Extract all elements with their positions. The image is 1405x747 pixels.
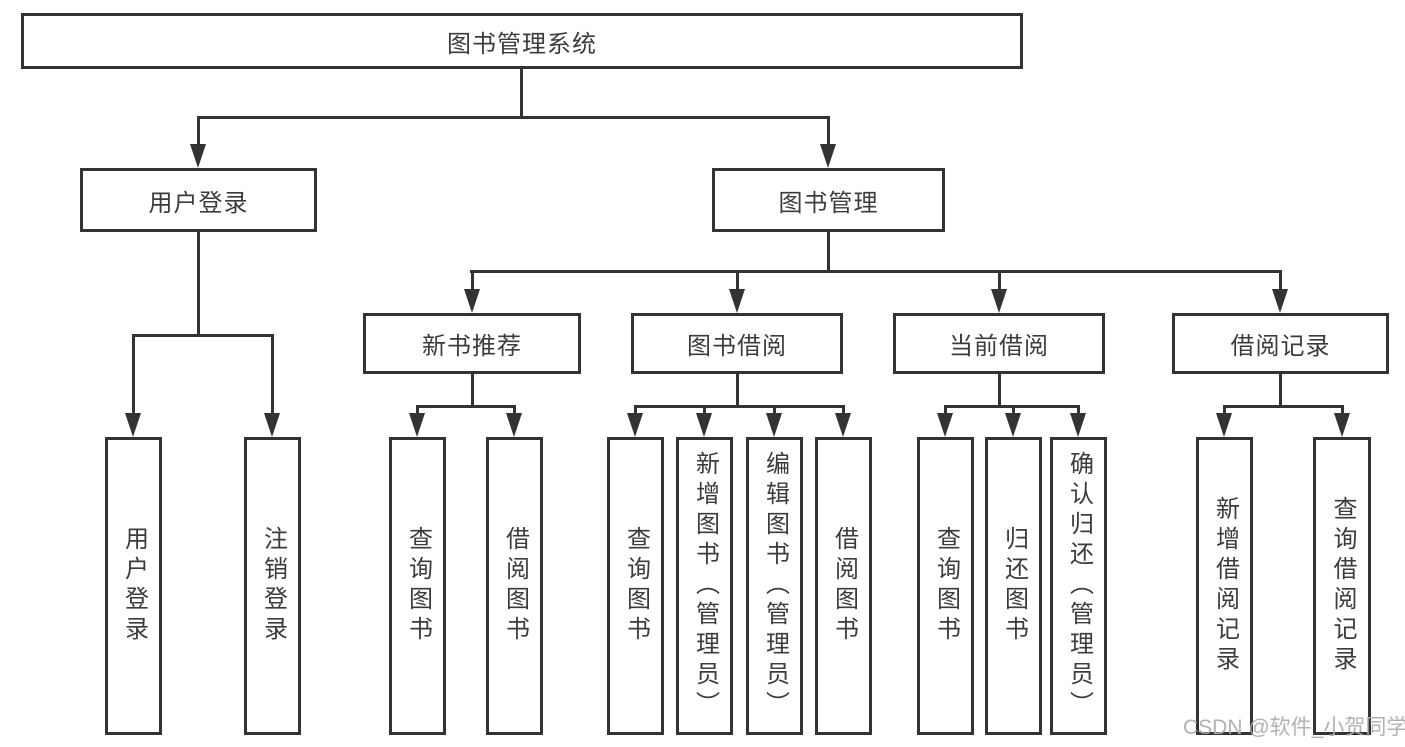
arrow-down-icon: [125, 413, 141, 437]
connector-line: [703, 405, 706, 417]
node-borrow-records: 借阅记录: [1172, 313, 1389, 374]
connector-line: [470, 270, 1282, 273]
connector-line: [998, 374, 1001, 407]
connector-line: [513, 405, 516, 417]
connector-line: [416, 405, 516, 408]
leaf-borrow-query-books: 查询图书: [607, 437, 664, 735]
connector-line: [736, 270, 739, 292]
connector-line: [520, 69, 523, 118]
arrow-down-icon: [696, 413, 712, 437]
connector-line: [634, 405, 637, 417]
leaf-user-login: 用户登录: [105, 437, 162, 735]
node-current-borrow: 当前借阅: [893, 313, 1105, 374]
connector-line: [197, 116, 830, 119]
connector-line: [132, 334, 274, 337]
leaf-records-query-record: 查询借阅记录: [1313, 437, 1371, 735]
arrow-down-icon: [1272, 289, 1288, 313]
connector-line: [132, 334, 135, 415]
arrow-down-icon: [464, 289, 480, 313]
node-book-management: 图书管理: [712, 168, 945, 232]
leaf-recommend-borrow-books: 借阅图书: [486, 437, 543, 735]
connector-line: [944, 405, 947, 417]
leaf-borrow-borrow-books: 借阅图书: [815, 437, 872, 735]
connector-line: [271, 334, 274, 415]
arrow-down-icon: [1070, 413, 1086, 437]
arrow-down-icon: [264, 413, 280, 437]
arrow-down-icon: [991, 289, 1007, 313]
arrow-down-icon: [766, 413, 782, 437]
connector-line: [197, 116, 200, 146]
leaf-logout: 注销登录: [244, 437, 301, 735]
connector-line: [1223, 405, 1226, 417]
node-root: 图书管理系统: [21, 13, 1023, 69]
connector-line: [471, 374, 474, 407]
arrow-down-icon: [1005, 413, 1021, 437]
leaf-current-confirm-return-admin: 确认归还（管理员）: [1050, 437, 1107, 735]
arrow-down-icon: [409, 413, 425, 437]
connector-line: [416, 405, 419, 417]
connector-line: [1077, 405, 1080, 417]
watermark: CSDN @软件_小贺同学: [1183, 716, 1405, 739]
arrow-down-icon: [729, 289, 745, 313]
arrow-down-icon: [1216, 413, 1232, 437]
arrow-down-icon: [820, 144, 836, 168]
leaf-current-query-books: 查询图书: [917, 437, 974, 735]
leaf-current-return-books: 归还图书: [985, 437, 1042, 735]
connector-line: [998, 270, 1001, 292]
leaf-borrow-edit-books-admin: 编辑图书（管理员）: [746, 437, 803, 735]
leaf-recommend-query-books: 查询图书: [389, 437, 446, 735]
arrow-down-icon: [190, 144, 206, 168]
connector-line: [1012, 405, 1015, 417]
connector-line: [471, 270, 474, 292]
connector-line: [1279, 270, 1282, 292]
connector-line: [736, 374, 739, 407]
arrow-down-icon: [937, 413, 953, 437]
connector-line: [827, 232, 830, 272]
node-new-book-recommend: 新书推荐: [363, 313, 581, 374]
connector-line: [1341, 405, 1344, 417]
leaf-borrow-add-books-admin: 新增图书（管理员）: [676, 437, 733, 735]
node-user-login: 用户登录: [80, 168, 317, 232]
leaf-records-add-record: 新增借阅记录: [1196, 437, 1253, 735]
connector-line: [1279, 374, 1282, 407]
arrow-down-icon: [835, 413, 851, 437]
arrow-down-icon: [506, 413, 522, 437]
arrow-down-icon: [1334, 413, 1350, 437]
connector-line: [1223, 405, 1343, 408]
connector-line: [197, 232, 200, 336]
connector-line: [634, 405, 845, 408]
connector-line: [842, 405, 845, 417]
node-book-borrow: 图书借阅: [631, 313, 843, 374]
arrow-down-icon: [627, 413, 643, 437]
connector-line: [827, 116, 830, 146]
connector-line: [773, 405, 776, 417]
